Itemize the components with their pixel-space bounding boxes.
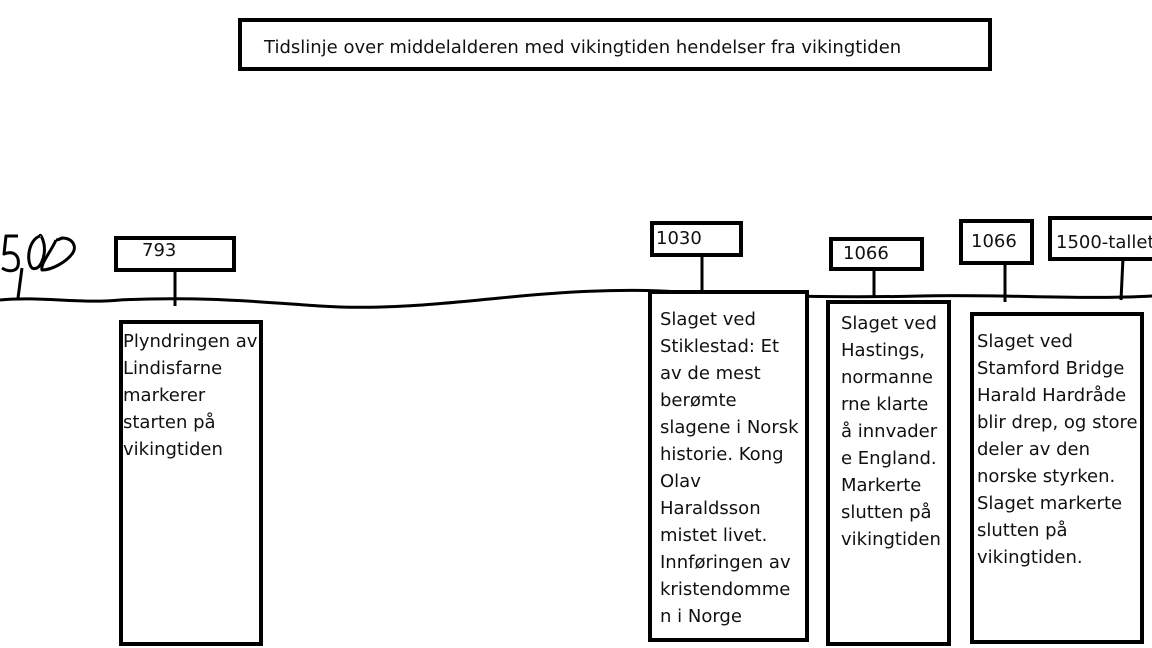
page-title: Tidslinje over middelalderen med vikingt… bbox=[264, 37, 902, 58]
corner-scribble bbox=[1, 233, 76, 299]
event-description: Slaget ved Stiklestad: Et av de mest ber… bbox=[660, 309, 799, 627]
year-label: 1066 bbox=[843, 243, 889, 264]
connector-1500 bbox=[1119, 257, 1125, 301]
year-box-793: 793 bbox=[114, 236, 236, 272]
year-label: 1066 bbox=[971, 231, 1017, 252]
year-box-1066-stamford: 1066 bbox=[959, 219, 1034, 265]
event-description: Plyndringen av Lindisfarne markerer star… bbox=[123, 331, 258, 460]
event-box-1030: Slaget ved Stiklestad: Et av de mest ber… bbox=[648, 290, 809, 642]
event-description: Slaget ved Stamford Bridge Harald Hardrå… bbox=[977, 331, 1138, 568]
year-box-1066-hastings: 1066 bbox=[829, 237, 924, 271]
event-description: Slaget ved Hastings, normanne rne klarte… bbox=[841, 313, 941, 550]
timeline-axis bbox=[0, 288, 1152, 309]
year-box-1500: 1500-tallet bbox=[1048, 216, 1152, 261]
year-label: 1030 bbox=[656, 228, 702, 249]
title-box: Tidslinje over middelalderen med vikingt… bbox=[238, 18, 992, 71]
year-box-1030: 1030 bbox=[650, 221, 743, 257]
year-label: 1500-tallet bbox=[1056, 232, 1152, 253]
event-box-1066-hastings: Slaget ved Hastings, normanne rne klarte… bbox=[826, 300, 951, 646]
event-box-1066-stamford: Slaget ved Stamford Bridge Harald Hardrå… bbox=[970, 312, 1144, 644]
event-box-793: Plyndringen av Lindisfarne markerer star… bbox=[119, 320, 263, 646]
year-label: 793 bbox=[142, 240, 177, 261]
